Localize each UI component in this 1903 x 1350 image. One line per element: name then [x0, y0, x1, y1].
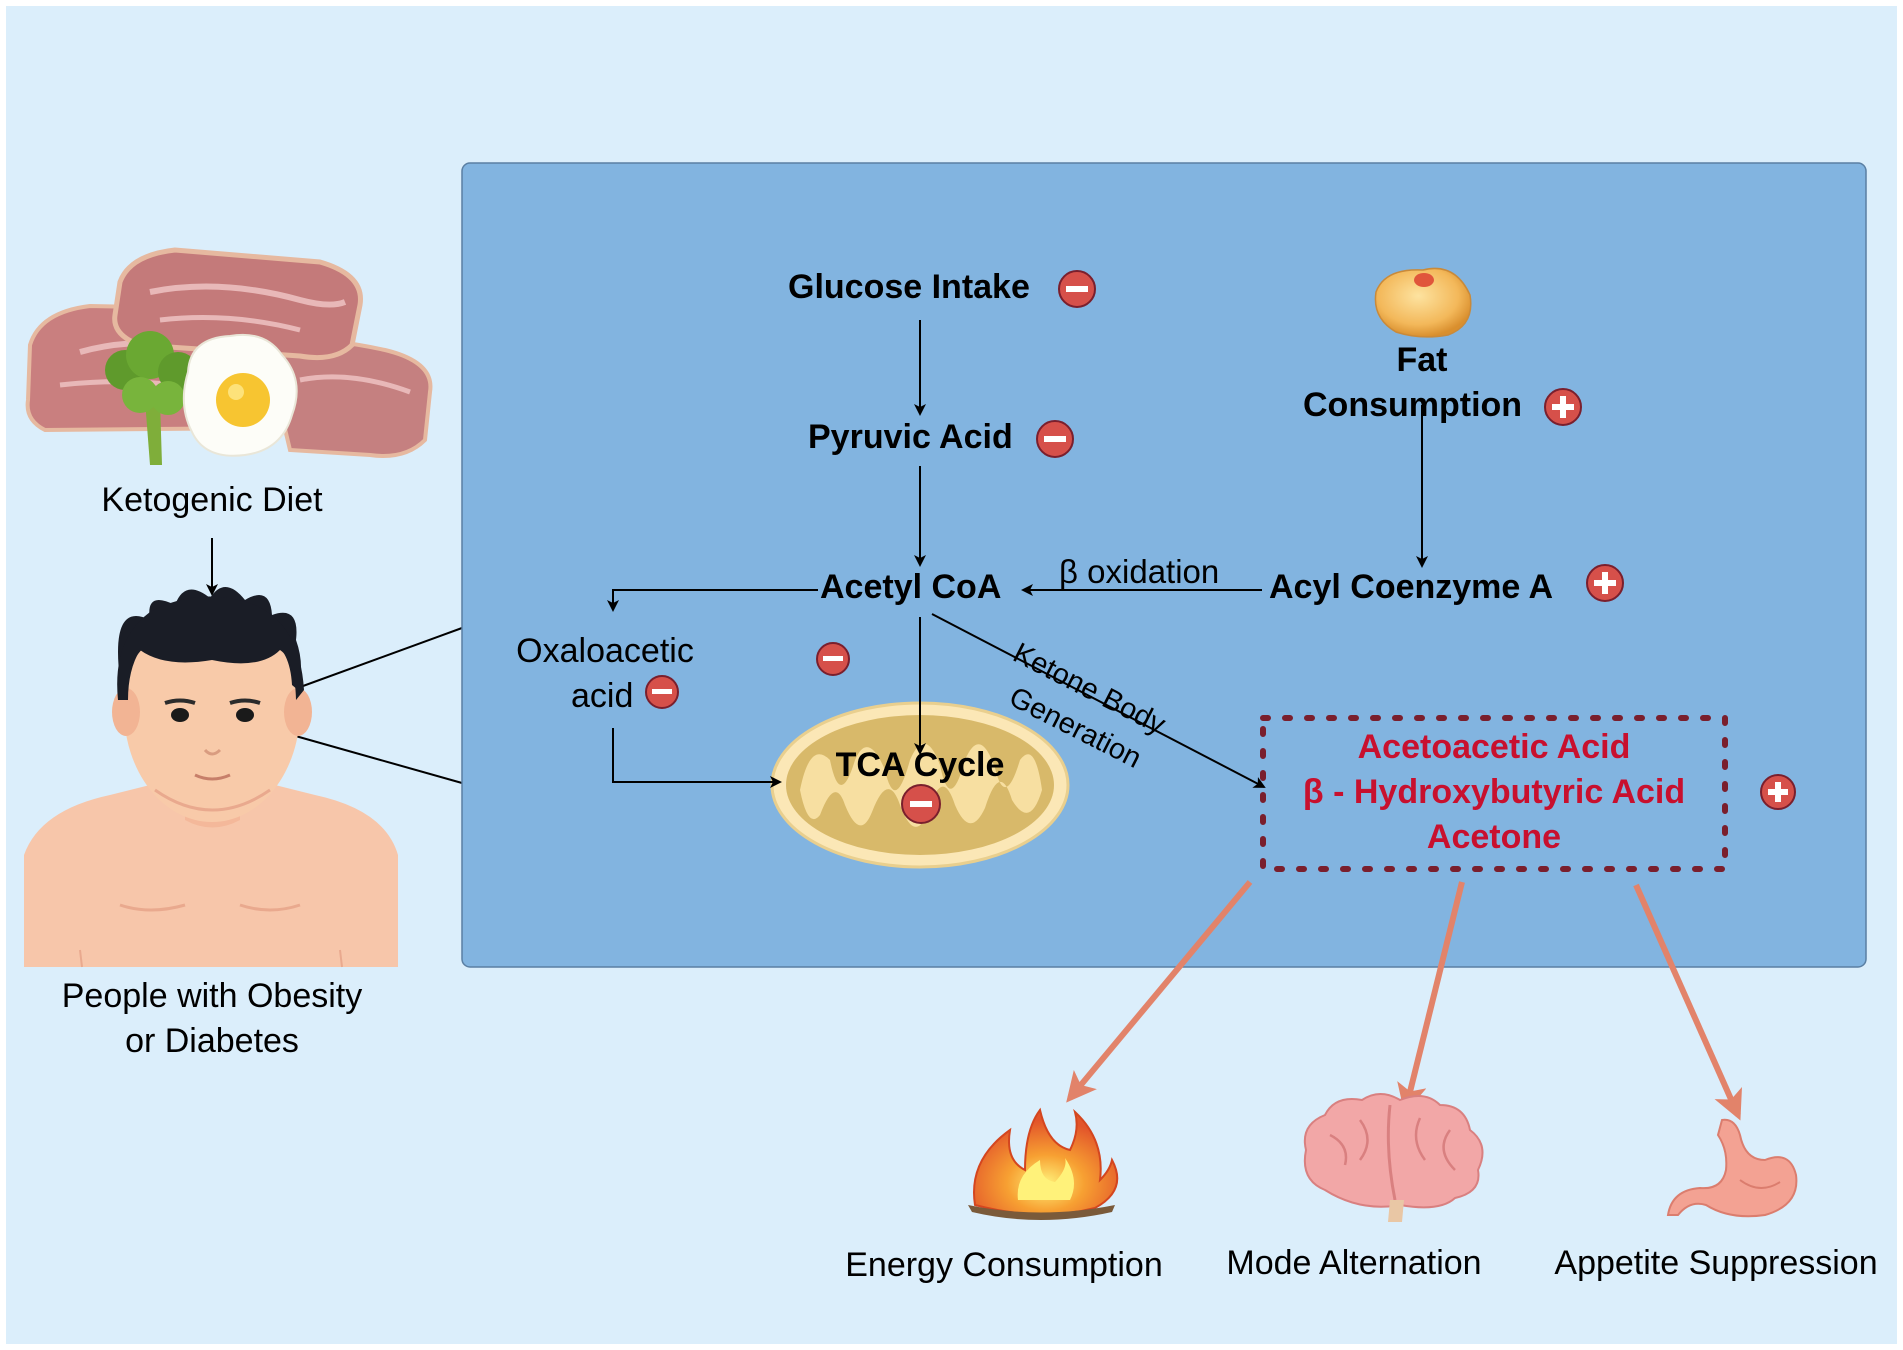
fat-label-line1: Fat — [1396, 341, 1448, 379]
mode-alternation-label: Mode Alternation — [1226, 1244, 1482, 1282]
plus-badge-acyl — [1586, 564, 1624, 602]
plus-badge-fat — [1544, 388, 1582, 426]
pyruvic-acid-label: Pyruvic Acid — [808, 418, 1013, 456]
ketogenic-diet-label: Ketogenic Diet — [101, 481, 323, 519]
outcome-arrow-energy — [1066, 880, 1253, 1103]
appetite-suppression-label: Appetite Suppression — [1554, 1244, 1878, 1282]
acyl-coenzyme-label: Acyl Coenzyme A — [1269, 568, 1554, 606]
minus-badge-acetyl — [816, 642, 850, 676]
outcome-arrow-mode — [1397, 881, 1465, 1114]
outcome-arrow-appetite — [1633, 883, 1742, 1121]
hydroxybutyric-acid-label: β - Hydroxybutyric Acid — [1302, 773, 1686, 811]
oxalo-to-tca-arrow — [612, 728, 782, 788]
person-icon — [24, 586, 398, 968]
connector-line-top — [291, 627, 463, 691]
beta-oxidation-label: β oxidation — [1059, 553, 1220, 590]
plus-badge-ketones — [1760, 774, 1796, 810]
tca-cycle-label: TCA Cycle — [835, 746, 1005, 784]
oxaloacetic-label-line1: Oxaloacetic — [516, 632, 694, 670]
stomach-icon — [1666, 1118, 1798, 1218]
ketone-bodies-box — [1260, 715, 1728, 872]
acetone-label: Acetone — [1426, 818, 1562, 856]
acetoacetic-acid-label: Acetoacetic Acid — [1357, 728, 1631, 766]
connector-line-bottom — [291, 734, 463, 784]
minus-badge-tca — [901, 784, 941, 824]
acetyl-coa-label: Acetyl CoA — [820, 568, 1002, 606]
people-label-line1: People with Obesity — [61, 977, 363, 1015]
glucose-intake-label: Glucose Intake — [788, 268, 1030, 306]
minus-badge-oxalo — [645, 675, 679, 709]
fat-droplet-icon — [1374, 267, 1472, 338]
acetyl-to-ketone-arrow — [931, 613, 1266, 788]
acetyl-to-oxalo-arrow — [607, 589, 818, 612]
people-label-line2: or Diabetes — [125, 1022, 299, 1060]
ketogenic-food-icon — [25, 247, 433, 465]
minus-badge-pyruvic — [1036, 420, 1074, 458]
minus-badge-glucose — [1058, 270, 1096, 308]
oxaloacetic-label-line2: acid — [571, 677, 634, 715]
energy-consumption-label: Energy Consumption — [845, 1246, 1163, 1284]
brain-icon — [1303, 1093, 1484, 1222]
fat-label-line2: Consumption — [1303, 386, 1523, 424]
flame-icon — [968, 1107, 1119, 1220]
